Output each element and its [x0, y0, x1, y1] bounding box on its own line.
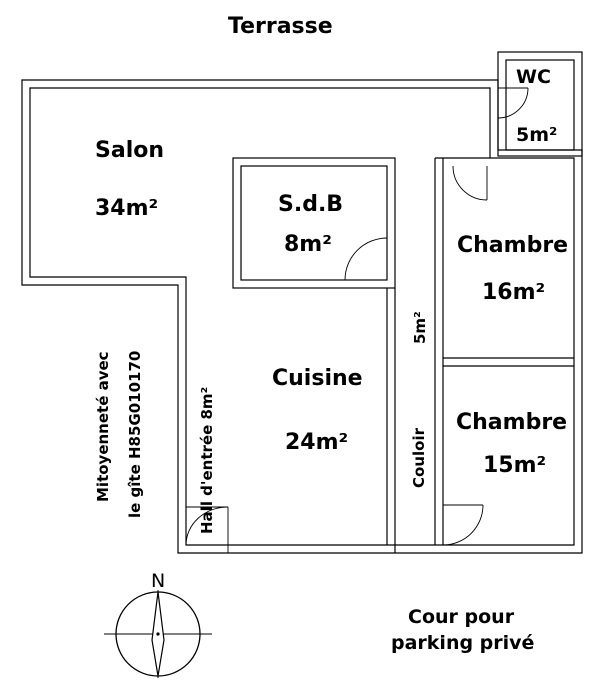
cour-line2: parking privé — [391, 632, 535, 654]
cour-line1: Cour pour — [408, 606, 515, 628]
wc-walls — [497, 51, 583, 157]
chambre2-area: 15m² — [483, 453, 547, 478]
couloir-name: Couloir — [410, 428, 428, 488]
sdb-area: 8m² — [284, 232, 332, 257]
sdb-walls — [232, 157, 396, 289]
cuisine-name: Cuisine — [272, 366, 363, 391]
wc-area: 5m² — [516, 124, 558, 146]
salon-area: 34m² — [95, 196, 159, 221]
mitoyennete-line1: Mitoyenneté avec — [94, 351, 112, 502]
mitoyennete-line2: le gîte H85G010170 — [126, 350, 144, 518]
hall-label: Hall d'entrée 8m² — [198, 386, 216, 534]
door-chambre2 — [442, 504, 484, 546]
door-chambre1 — [452, 165, 488, 201]
sdb-name: S.d.B — [278, 192, 344, 217]
terrasse-label: Terrasse — [228, 14, 333, 39]
cuisine-area: 24m² — [285, 430, 349, 455]
chambre1-area: 16m² — [482, 280, 546, 305]
salon-name: Salon — [95, 138, 165, 163]
north-label: N — [151, 570, 166, 592]
chambres-walls — [434, 157, 574, 545]
couloir-area: 5m² — [411, 311, 429, 344]
wc-name: WC — [516, 66, 551, 88]
door-sdb — [344, 237, 388, 281]
door-wc — [497, 87, 529, 119]
chambre2-name: Chambre — [456, 410, 568, 435]
chambre1-name: Chambre — [457, 233, 569, 258]
door-hall — [185, 506, 229, 553]
cuisine-wall — [386, 288, 396, 553]
compass-rose — [104, 590, 212, 678]
